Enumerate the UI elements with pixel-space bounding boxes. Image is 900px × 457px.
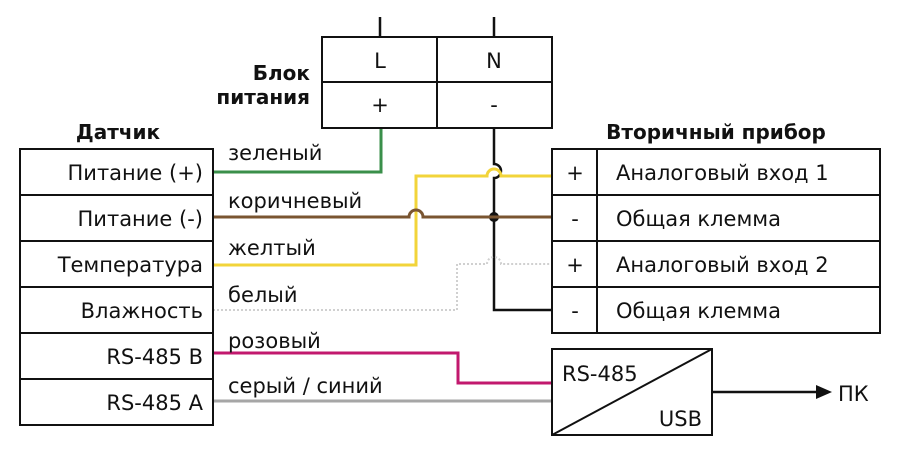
- converter-rs485-label: RS-485: [562, 362, 638, 386]
- power-minus: -: [490, 93, 498, 117]
- sensor-row-temperature: Температура: [57, 253, 203, 277]
- sensor-row-power-minus: Питание (-): [78, 207, 203, 231]
- wire-black-common: [492, 128, 552, 312]
- secondary-label-4: Общая клемма: [616, 299, 781, 323]
- power-col-l: L: [374, 49, 386, 73]
- secondary-label-1: Аналоговый вход 1: [616, 161, 829, 185]
- wire-label-green: зеленый: [228, 141, 322, 165]
- sensor-row-rs485-b: RS-485 B: [106, 345, 203, 369]
- wire-label-brown: коричневый: [228, 189, 362, 213]
- secondary-sign-2: -: [571, 207, 579, 231]
- wire-label-white: белый: [228, 283, 298, 307]
- secondary-sign-1: +: [566, 161, 584, 185]
- power-block: L N + -: [321, 36, 553, 129]
- rs485-usb-converter: RS-485 USB: [551, 348, 713, 436]
- sensor-row-humidity: Влажность: [81, 299, 203, 323]
- power-plus: +: [371, 93, 389, 117]
- sensor-block: Питание (+) Питание (-) Температура Влаж…: [19, 148, 214, 426]
- power-col-n: N: [486, 49, 502, 73]
- wire-green: [213, 128, 383, 174]
- converter-usb-label: USB: [659, 407, 702, 431]
- wire-pink: [213, 351, 552, 385]
- secondary-title: Вторичный прибор: [606, 120, 826, 144]
- wire-white: [213, 256, 552, 311]
- secondary-label-3: Аналоговый вход 2: [616, 253, 829, 277]
- sensor-row-power-plus: Питание (+): [68, 161, 204, 185]
- power-block-title-2: питания: [216, 85, 310, 109]
- wire-label-yellow: желтый: [228, 236, 316, 260]
- wire-yellow: [213, 167, 552, 267]
- sensor-row-rs485-a: RS-485 A: [106, 391, 203, 415]
- secondary-sign-4: -: [571, 299, 579, 323]
- pc-arrow-head: [816, 385, 832, 399]
- wire-label-gray: серый / синий: [228, 374, 383, 398]
- secondary-block: + Аналоговый вход 1 - Общая клемма + Ана…: [551, 148, 881, 334]
- wire-brown: [213, 208, 552, 219]
- secondary-sign-3: +: [566, 253, 584, 277]
- power-block-title-1: Блок: [253, 61, 311, 85]
- sensor-title: Датчик: [76, 120, 161, 144]
- wire-label-pink: розовый: [228, 329, 321, 353]
- pc-label: ПК: [838, 382, 869, 406]
- secondary-label-2: Общая клемма: [616, 207, 781, 231]
